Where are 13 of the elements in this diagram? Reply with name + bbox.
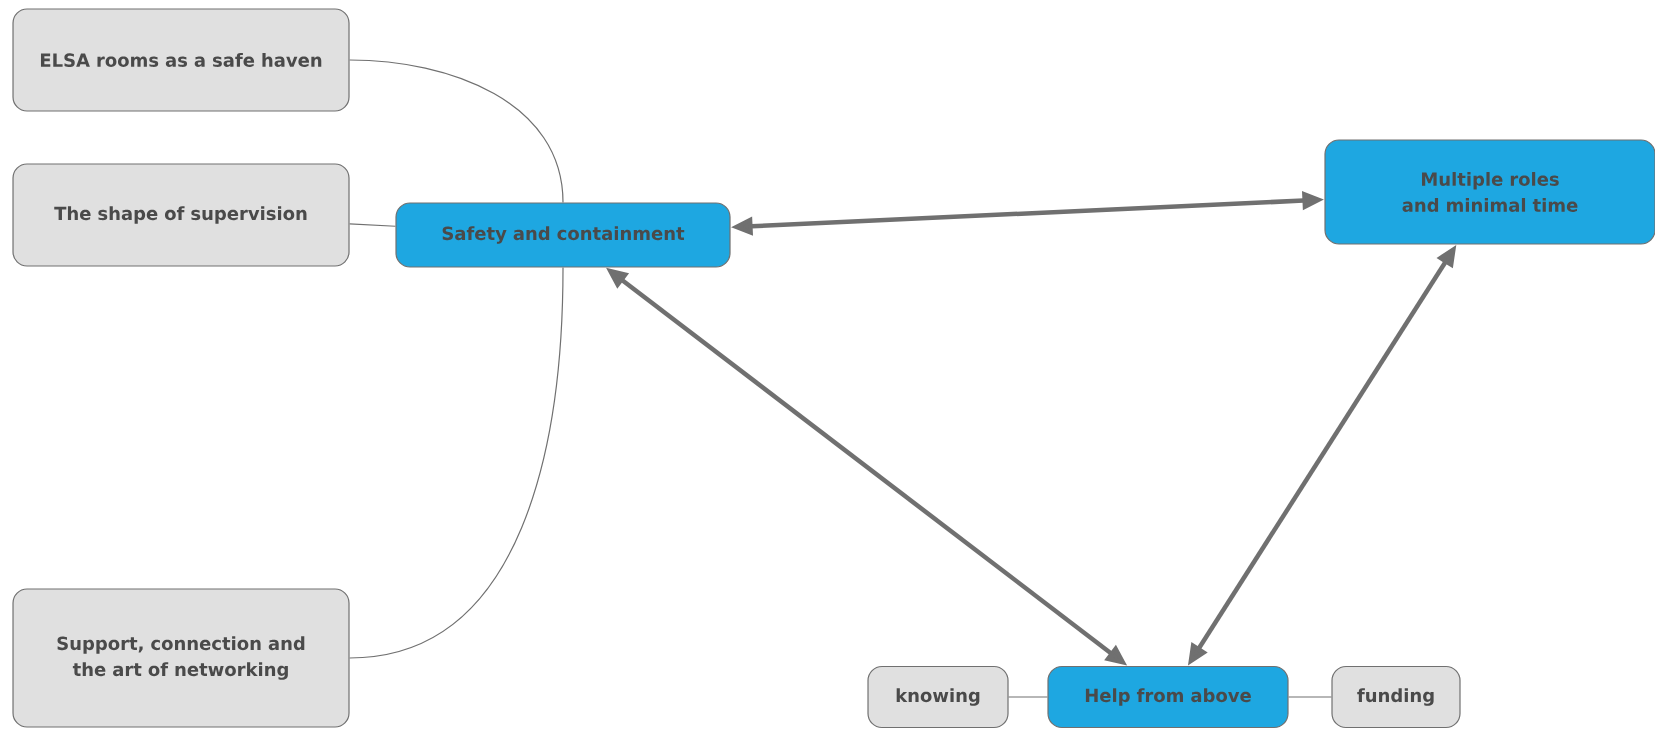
connector-line	[1008, 696, 1048, 698]
topic-box: funding	[1331, 665, 1461, 729]
theme-box: Help from above	[1047, 665, 1289, 729]
connector-line	[349, 59, 564, 203]
connector-line	[349, 223, 396, 227]
topic-box: ELSA rooms as a safe haven	[12, 8, 350, 112]
theme-box: Safety and containment	[395, 202, 731, 268]
connector-line	[1288, 696, 1332, 698]
theme-box: Multiple roles and minimal time	[1324, 139, 1655, 245]
topic-box: The shape of supervision	[12, 163, 350, 267]
topic-box: knowing	[867, 665, 1009, 729]
topic-box: Support, connection and the art of networking	[12, 588, 350, 728]
connector-line	[349, 266, 564, 659]
